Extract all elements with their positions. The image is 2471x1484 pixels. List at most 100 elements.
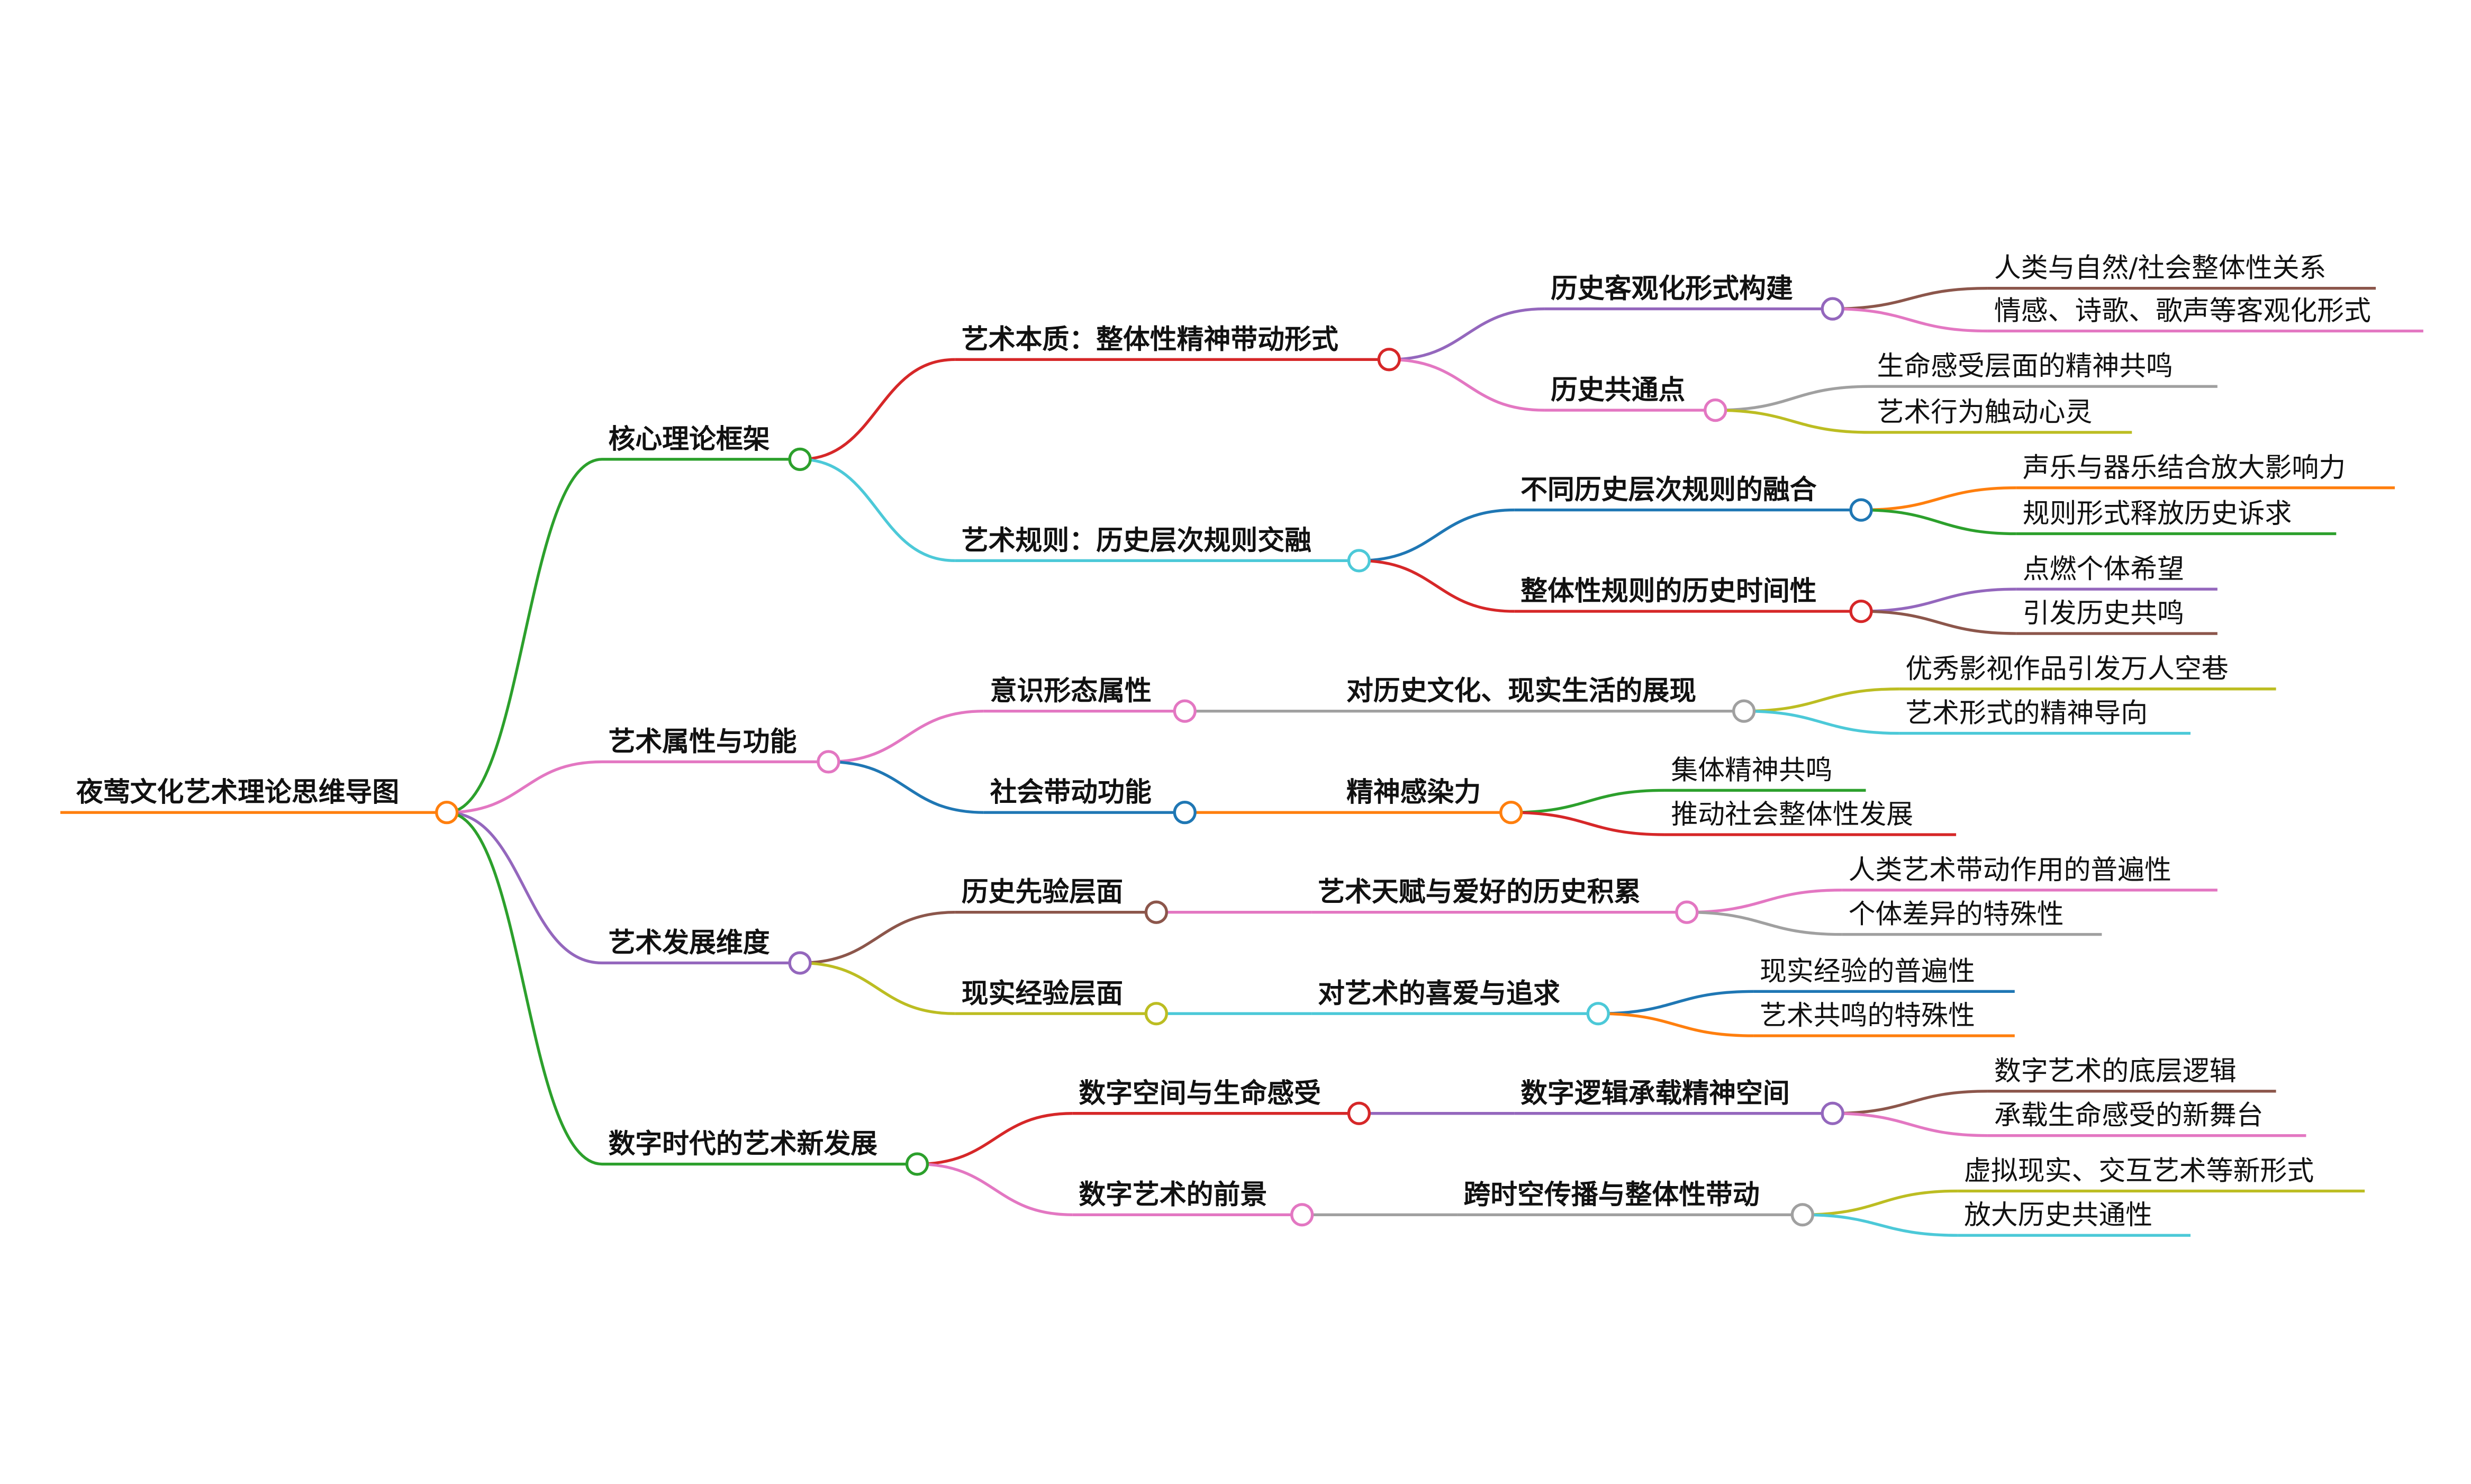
collapse-toggle-icon[interactable] [1675, 900, 1699, 924]
branch-node[interactable]: 现实经验层面 [955, 978, 1169, 1026]
branch-node[interactable]: 对艺术的喜爱与追求 [1311, 978, 1610, 1026]
edge-connector [1744, 709, 1899, 735]
collapse-toggle-icon[interactable] [1144, 1002, 1169, 1026]
collapse-toggle-icon[interactable] [1821, 1101, 1844, 1125]
edge-connector [1802, 1189, 1958, 1216]
branch-node[interactable]: 数字空间与生命感受 [1072, 1078, 1371, 1125]
node-label: 艺术本质：整体性精神带动形式 [962, 323, 1338, 355]
edge-connector [1389, 307, 1545, 361]
leaf-node[interactable]: 声乐与器乐结合放大影响力 [2016, 452, 2395, 490]
edge-connector [1389, 358, 1545, 412]
collapse-toggle-icon[interactable] [1144, 900, 1169, 924]
branch-node[interactable]: 跨时空传播与整体性带动 [1457, 1179, 1814, 1227]
collapse-toggle-icon[interactable] [1732, 699, 1756, 723]
collapse-toggle-icon[interactable] [788, 447, 812, 471]
branch-node[interactable]: 核心理论框架 [602, 423, 812, 471]
leaf-node[interactable]: 人类与自然/社会整体性关系 [1987, 252, 2376, 290]
edge-connector [1832, 307, 1988, 333]
edge-connector [447, 760, 602, 814]
leaf-node[interactable]: 承载生命感受的新舞台 [1987, 1100, 2306, 1137]
node-label: 数字艺术的底层逻辑 [1994, 1055, 2237, 1087]
node-label: 推动社会整体性发展 [1671, 799, 1913, 830]
edge-connector [1359, 508, 1515, 563]
branch-node[interactable]: 数字艺术的前景 [1072, 1179, 1314, 1227]
branch-node[interactable]: 社会带动功能 [983, 776, 1197, 825]
edge-connector [1715, 385, 1871, 412]
collapse-toggle-icon[interactable] [1849, 599, 1873, 623]
node-label: 放大历史共通性 [1964, 1199, 2152, 1230]
branch-node[interactable]: 意识形态属性 [983, 675, 1197, 723]
node-label: 艺术规则：历史层次规则交融 [962, 524, 1311, 556]
leaf-node[interactable]: 虚拟现实、交互艺术等新形式 [1958, 1155, 2365, 1193]
leaf-node[interactable]: 规则形式释放历史诉求 [2016, 498, 2337, 536]
leaf-node[interactable]: 现实经验的普遍性 [1753, 955, 2015, 993]
edge-connector [447, 458, 602, 814]
collapse-toggle-icon[interactable] [1347, 1101, 1371, 1125]
node-label: 数字空间与生命感受 [1079, 1078, 1321, 1109]
branch-node[interactable]: 艺术天赋与爱好的历史积累 [1311, 876, 1699, 924]
leaf-node[interactable]: 集体精神共鸣 [1664, 754, 1866, 792]
branch-node[interactable]: 数字时代的艺术新发展 [602, 1128, 929, 1176]
node-label: 人类艺术带动作用的普遍性 [1849, 854, 2171, 885]
branch-node[interactable]: 历史共通点 [1544, 374, 1727, 422]
branch-node[interactable]: 艺术本质：整体性精神带动形式 [955, 323, 1401, 372]
node-label: 意识形态属性 [990, 675, 1152, 707]
leaf-node[interactable]: 艺术形式的精神导向 [1899, 698, 2191, 735]
leaf-node[interactable]: 人类艺术带动作用的普遍性 [1842, 854, 2217, 892]
edge-connector [917, 1162, 1073, 1216]
edge-connector [1861, 587, 2016, 613]
collapse-toggle-icon[interactable] [1821, 297, 1844, 321]
collapse-toggle-icon[interactable] [1499, 801, 1523, 825]
branch-node[interactable]: 历史先验层面 [955, 876, 1169, 924]
node-label: 历史客观化形式构建 [1551, 273, 1793, 304]
node-label: 艺术天赋与爱好的历史积累 [1318, 876, 1641, 908]
node-label: 不同历史层次规则的融合 [1520, 474, 1817, 505]
collapse-toggle-icon[interactable] [788, 951, 812, 975]
edge-connector [828, 760, 984, 814]
leaf-node[interactable]: 数字艺术的底层逻辑 [1987, 1055, 2276, 1093]
node-label: 艺术共鸣的特殊性 [1760, 1000, 1975, 1031]
collapse-toggle-icon[interactable] [905, 1152, 929, 1176]
edge-connector [1861, 610, 2016, 635]
root-node[interactable]: 夜莺文化艺术理论思维导图 [60, 776, 459, 825]
collapse-toggle-icon[interactable] [1173, 699, 1197, 723]
collapse-toggle-icon[interactable] [1849, 498, 1873, 522]
branch-node[interactable]: 不同历史层次规则的融合 [1514, 474, 1873, 522]
leaf-node[interactable]: 情感、诗歌、歌声等客观化形式 [1987, 295, 2423, 333]
edge-connector [447, 811, 602, 1166]
leaf-node[interactable]: 艺术共鸣的特殊性 [1753, 1000, 2015, 1037]
leaf-node[interactable]: 个体差异的特殊性 [1842, 899, 2102, 936]
branch-node[interactable]: 艺术发展维度 [602, 927, 812, 975]
node-label: 声乐与器乐结合放大影响力 [2023, 452, 2346, 483]
edge-connector [1687, 889, 1842, 914]
collapse-toggle-icon[interactable] [1290, 1203, 1314, 1227]
collapse-toggle-icon[interactable] [1704, 398, 1727, 422]
collapse-toggle-icon[interactable] [1377, 348, 1401, 372]
collapse-toggle-icon[interactable] [817, 750, 840, 774]
node-label: 优秀影视作品引发万人空巷 [1905, 653, 2228, 684]
branch-node[interactable]: 整体性规则的历史时间性 [1514, 575, 1873, 623]
edge-connector [800, 458, 955, 563]
collapse-toggle-icon[interactable] [1790, 1203, 1814, 1227]
leaf-node[interactable]: 优秀影视作品引发万人空巷 [1899, 653, 2276, 691]
branch-node[interactable]: 艺术属性与功能 [602, 726, 840, 774]
leaf-node[interactable]: 生命感受层面的精神共鸣 [1870, 350, 2217, 388]
leaf-node[interactable]: 放大历史共通性 [1958, 1199, 2191, 1237]
branch-node[interactable]: 数字逻辑承载精神空间 [1514, 1078, 1844, 1125]
collapse-toggle-icon[interactable] [1586, 1002, 1610, 1026]
collapse-toggle-icon[interactable] [435, 801, 459, 825]
node-label: 历史先验层面 [962, 876, 1123, 908]
branch-node[interactable]: 精神感染力 [1340, 776, 1523, 825]
leaf-node[interactable]: 点燃个体希望 [2016, 553, 2217, 591]
leaf-node[interactable]: 引发历史共鸣 [2016, 598, 2217, 635]
collapse-toggle-icon[interactable] [1173, 801, 1197, 825]
leaf-node[interactable]: 推动社会整体性发展 [1664, 799, 1957, 836]
branch-node[interactable]: 对历史文化、现实生活的展现 [1340, 675, 1756, 723]
edge-connector [1802, 1213, 1958, 1237]
collapse-toggle-icon[interactable] [1347, 549, 1371, 573]
branch-node[interactable]: 历史客观化形式构建 [1544, 273, 1844, 321]
node-label: 规则形式释放历史诉求 [2023, 498, 2292, 529]
leaf-node[interactable]: 艺术行为触动心灵 [1870, 396, 2132, 434]
branch-node[interactable]: 艺术规则：历史层次规则交融 [955, 524, 1371, 573]
